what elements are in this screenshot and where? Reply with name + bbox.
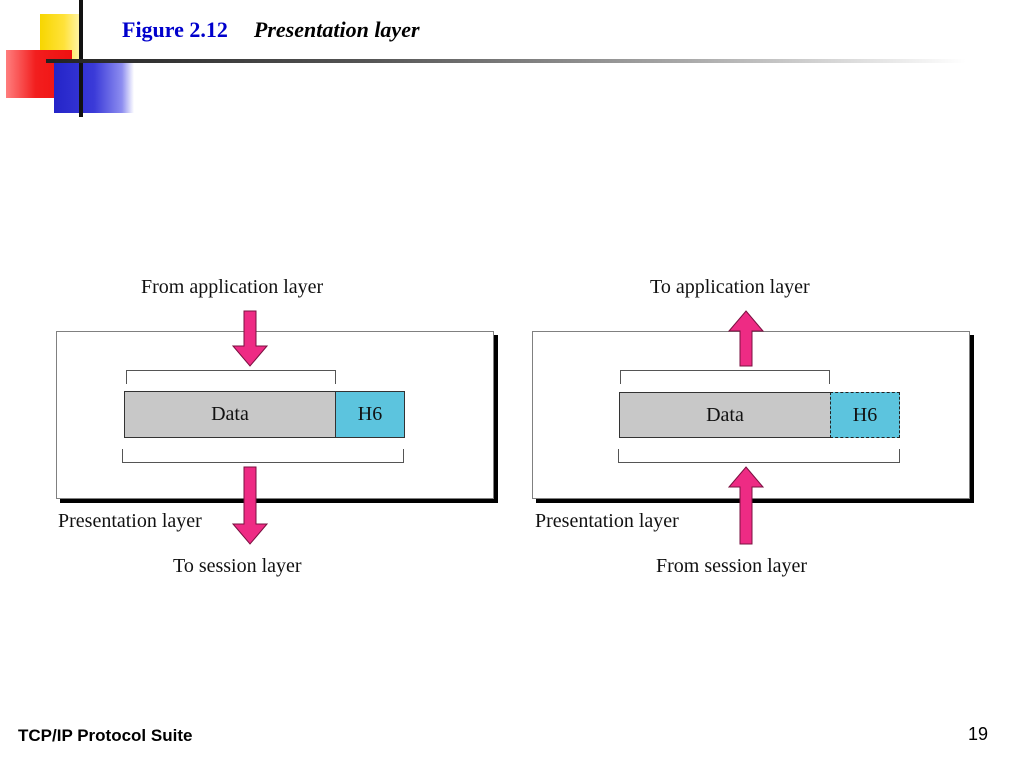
left-layer-label: Presentation layer [58, 510, 202, 532]
right-top-label: To application layer [650, 276, 810, 298]
decor-blue-square [54, 60, 134, 113]
decor-vertical-line [79, 0, 83, 117]
left-data-label: Data [211, 403, 249, 425]
left-top-bracket [126, 370, 336, 384]
right-data-box: Data [619, 392, 831, 438]
left-bottom-bracket [122, 449, 404, 463]
page-number: 19 [968, 724, 989, 744]
right-h6-box: H6 [830, 392, 900, 438]
left-down-arrow-bottom [232, 466, 268, 545]
slide-title: Figure 2.12 Presentation layer [122, 17, 420, 43]
figure-number: Figure 2.12 [122, 17, 228, 42]
right-layer-label: Presentation layer [535, 510, 679, 532]
right-data-label: Data [706, 403, 744, 426]
left-down-arrow-top [232, 310, 268, 367]
left-bottom-label: To session layer [173, 555, 302, 577]
left-h6-label: H6 [357, 403, 383, 425]
footer-text: TCP/IP Protocol Suite [18, 726, 193, 745]
left-h6-box: H6 [335, 391, 405, 438]
right-up-arrow-bottom [728, 466, 764, 545]
right-bottom-bracket [618, 449, 900, 463]
decor-horizontal-line [46, 59, 966, 63]
left-top-label: From application layer [141, 276, 324, 298]
right-bottom-label: From session layer [656, 555, 808, 577]
left-data-box: Data [124, 391, 336, 438]
right-up-arrow-top [728, 310, 764, 367]
right-h6-label: H6 [852, 403, 878, 426]
figure-title: Presentation layer [253, 17, 420, 42]
right-top-bracket [620, 370, 830, 384]
